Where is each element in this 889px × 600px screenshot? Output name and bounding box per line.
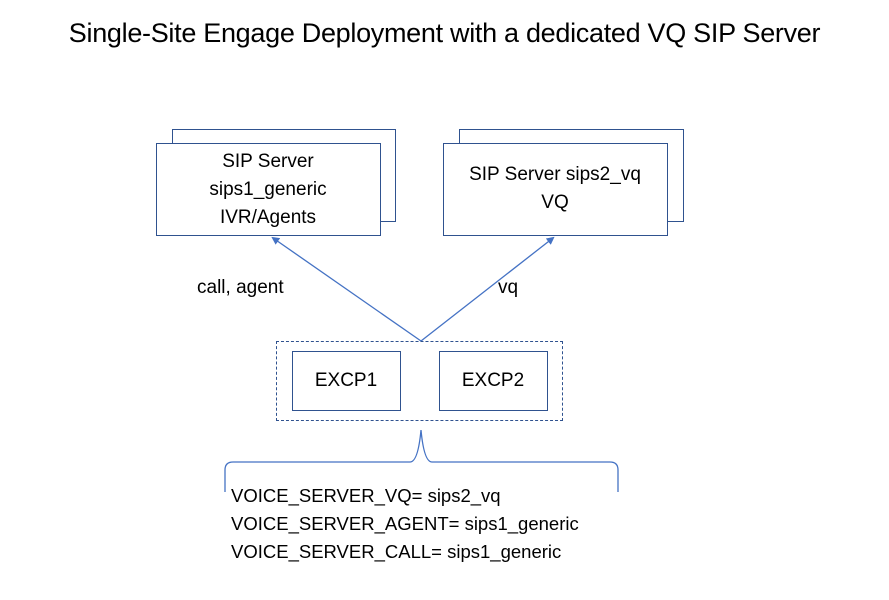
excp2-label: EXCP2 [461, 370, 525, 391]
sip-server-1-line-3: IVR/Agents [219, 207, 317, 228]
excp2-node: EXCP2 [439, 351, 548, 411]
config-block: VOICE_SERVER_VQ= sips2_vq VOICE_SERVER_A… [231, 482, 579, 566]
edge-label-call-agent: call, agent [197, 277, 284, 298]
sip-server-2-line-2: VQ [541, 192, 569, 213]
sip-server-1-box: SIP Server sips1_generic IVR/Agents [156, 143, 381, 236]
config-line-agent: VOICE_SERVER_AGENT= sips1_generic [231, 513, 579, 534]
config-line-call: VOICE_SERVER_CALL= sips1_generic [231, 541, 562, 562]
curly-brace [224, 429, 619, 492]
diagram-title: Single-Site Engage Deployment with a ded… [68, 18, 821, 48]
arrow-to-sip-server-1 [271, 236, 422, 342]
edge-label-vq: vq [498, 277, 519, 298]
sip-server-2-box: SIP Server sips2_vq VQ [443, 143, 668, 236]
config-line-vq: VOICE_SERVER_VQ= sips2_vq [231, 485, 501, 506]
sip-server-2-line-1: SIP Server sips2_vq [469, 164, 641, 185]
arrow-to-sip-server-2 [420, 236, 555, 342]
excp1-label: EXCP1 [314, 370, 378, 391]
sip-server-1-line-1: SIP Server [222, 151, 314, 172]
sip-server-1-line-2: sips1_generic [209, 179, 327, 200]
excp1-node: EXCP1 [292, 351, 401, 411]
excp-cluster-group [276, 341, 563, 421]
